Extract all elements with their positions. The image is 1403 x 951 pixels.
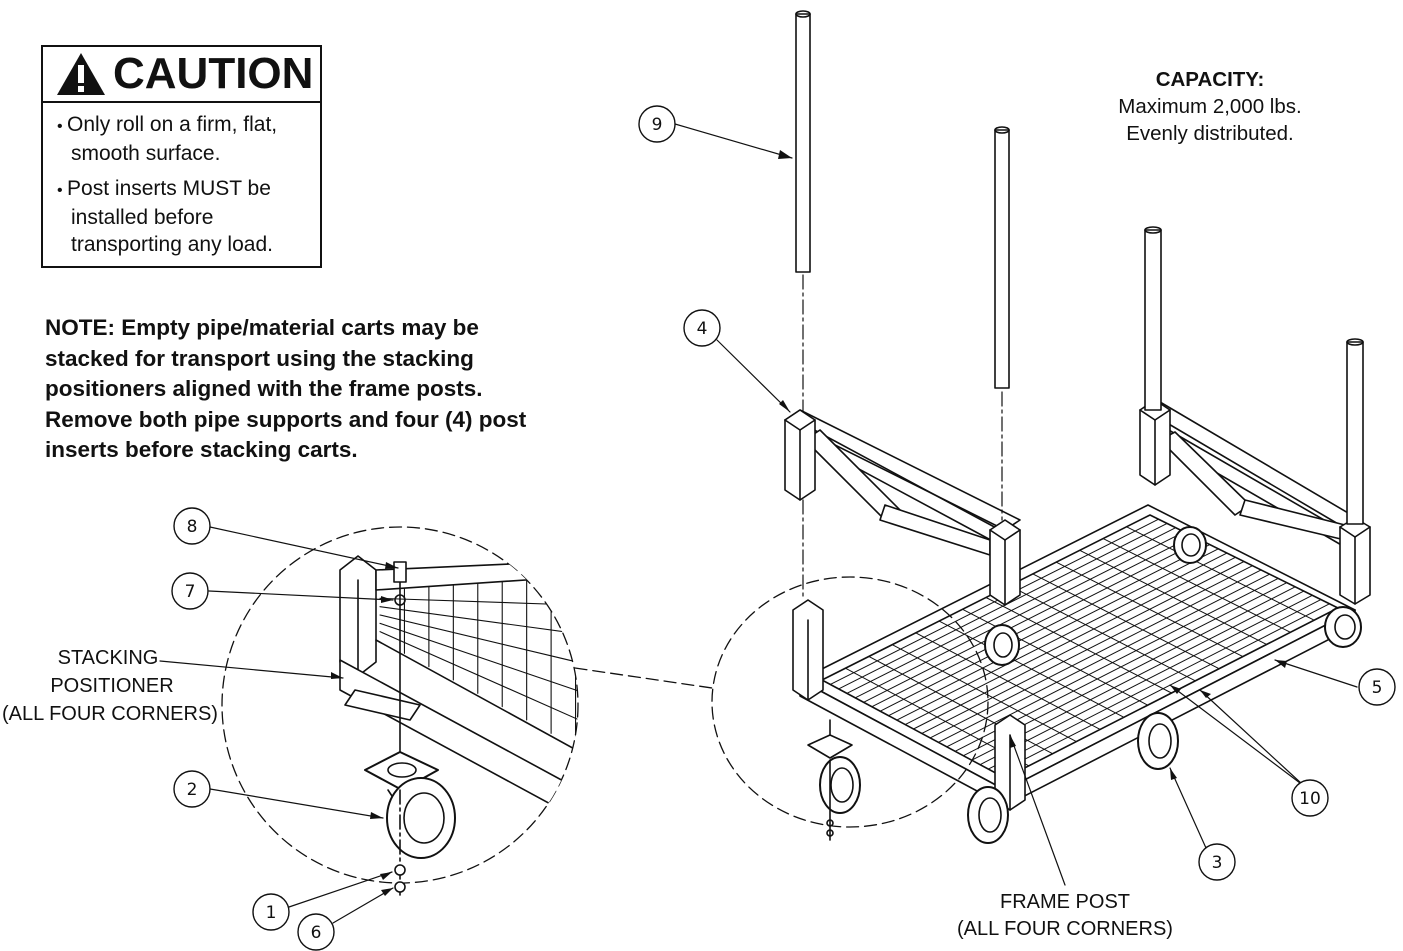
caster — [984, 624, 1020, 666]
svg-text:4: 4 — [697, 319, 708, 339]
callout-6: 6 — [297, 913, 335, 951]
caution-item: Post inserts MUST be installed before tr… — [57, 175, 320, 258]
caster — [967, 786, 1009, 844]
alignment-lines — [802, 274, 1003, 599]
callout-9: 9 — [638, 105, 676, 143]
stacking-positioner-label: STACKING POSITIONER (ALL FOUR CORNERS) — [2, 647, 218, 725]
stacking-label-line2: POSITIONER — [50, 675, 173, 697]
frame-post — [989, 519, 1021, 606]
caster-detail — [364, 751, 456, 896]
caution-title: CAUTION — [113, 49, 314, 98]
stacking-label-line3: (ALL FOUR CORNERS) — [2, 703, 218, 725]
caution-box: CAUTION Only roll on a firm, flat, smoot… — [41, 45, 322, 268]
svg-text:8: 8 — [187, 517, 198, 537]
callout-3: 3 — [1198, 843, 1236, 881]
post-insert — [994, 126, 1010, 389]
wire-grid — [829, 518, 1330, 775]
callout-8: 8 — [173, 507, 211, 545]
callout-4: 4 — [683, 309, 721, 347]
leader-lines — [159, 123, 1358, 924]
post-insert — [795, 10, 811, 273]
svg-text:5: 5 — [1372, 678, 1383, 698]
svg-text:2: 2 — [187, 780, 198, 800]
caster — [1173, 526, 1207, 564]
stacking-note: NOTE: Empty pipe/material carts may be s… — [45, 315, 527, 462]
caster-exploded — [807, 719, 861, 841]
svg-text:10: 10 — [1299, 789, 1321, 809]
caution-item: Only roll on a firm, flat, smooth surfac… — [57, 111, 320, 167]
pipe-support-back — [784, 401, 1361, 556]
callout-1: 1 — [252, 893, 290, 931]
frame-post — [792, 599, 824, 701]
cart-deck — [799, 504, 1356, 807]
detail-marker-circle — [711, 576, 989, 828]
svg-text:9: 9 — [652, 115, 663, 135]
caster — [1324, 606, 1362, 648]
frame-post — [1139, 399, 1171, 486]
post-insert — [1144, 226, 1162, 411]
post-insert — [1346, 338, 1364, 525]
arrowheads — [331, 150, 1287, 896]
frame-post-label: FRAME POST (ALL FOUR CORNERS) — [957, 891, 1173, 940]
capacity-distribution: Evenly distributed. — [1126, 122, 1294, 145]
capacity-label: CAPACITY: — [1155, 68, 1265, 91]
callout-5: 5 — [1358, 668, 1396, 706]
frame-post — [784, 409, 816, 501]
frame-label-line2: (ALL FOUR CORNERS) — [957, 918, 1173, 940]
capacity-block: CAPACITY: Maximum 2,000 lbs. Evenly dist… — [1080, 66, 1340, 147]
svg-text:1: 1 — [266, 903, 277, 923]
callout-2: 2 — [173, 770, 211, 808]
detail-view — [339, 555, 578, 821]
caution-header: CAUTION — [43, 47, 320, 103]
callout-7: 7 — [171, 572, 209, 610]
svg-text:6: 6 — [311, 923, 322, 943]
detail-leader — [574, 667, 713, 689]
frame-post — [1339, 517, 1371, 605]
caution-list: Only roll on a firm, flat, smooth surfac… — [43, 103, 320, 258]
caster — [1137, 712, 1179, 770]
svg-text:7: 7 — [185, 582, 196, 602]
callout-10: 10 — [1291, 779, 1329, 817]
callout-balloons: 9 4 8 7 2 1 6 5 — [171, 105, 1396, 951]
stacking-label-line1: STACKING — [58, 647, 159, 669]
frame-label-line1: FRAME POST — [1000, 891, 1130, 913]
svg-text:3: 3 — [1212, 853, 1223, 873]
capacity-max: Maximum 2,000 lbs. — [1118, 95, 1302, 118]
warning-triangle-icon — [57, 53, 105, 95]
